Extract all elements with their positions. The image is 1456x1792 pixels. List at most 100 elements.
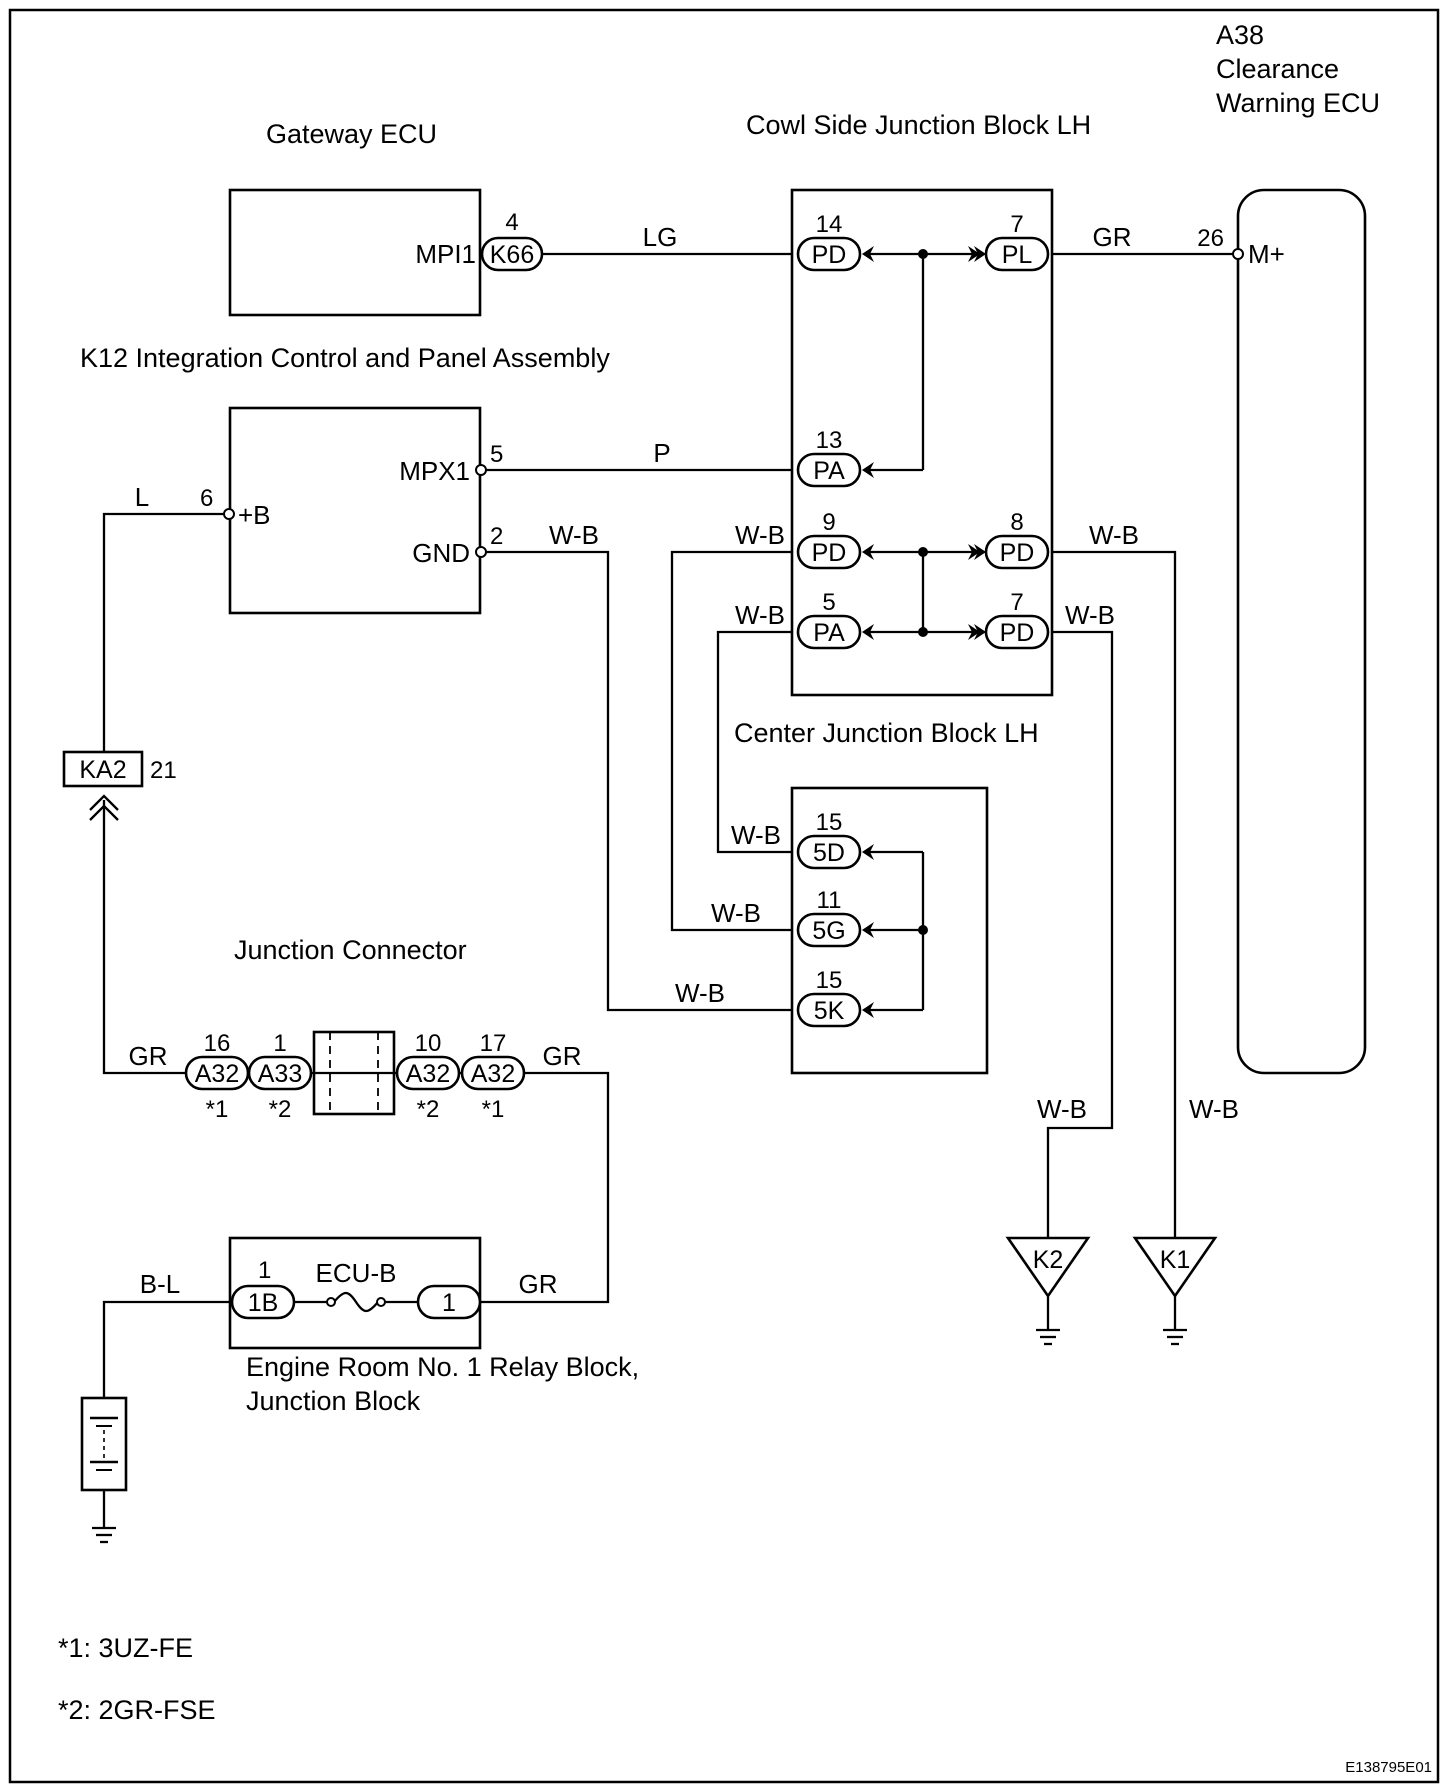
note-2: *2: 2GR-FSE [58,1695,216,1725]
connector-pin: 7 [1010,211,1023,238]
connector-pill [796,834,862,870]
wire-label-pd9: W-B [735,520,785,550]
gateway-connector-label: K66 [490,241,534,269]
battery-icon [80,1396,128,1492]
relay-in-pin: 1 [258,1257,271,1284]
wire-pd9-wb [670,550,793,932]
connector-pill [395,1055,461,1091]
ecu-title-line2: Warning ECU [1216,88,1380,118]
connector: PL 7 [984,211,1050,272]
connector-label: A32 [406,1060,450,1088]
splice-dot [918,627,928,637]
wire-label-gnd: W-B [549,520,599,550]
figure-code: E138795E01 [1345,1759,1432,1776]
terminal-gnd [475,546,487,558]
note-1: *1: 3UZ-FE [58,1633,193,1663]
wire-label-k1: W-B [1189,1094,1239,1124]
wire-label-gr-right: GR [543,1041,582,1071]
junction-connector-box [312,1030,396,1116]
connector-label: 5D [813,839,845,867]
connector-pin: 10 [415,1030,442,1057]
connector-label: PD [812,241,847,269]
connector-pill [984,614,1050,650]
connector-note: *2 [269,1096,292,1123]
splice-dot [918,925,928,935]
connector-pin: 17 [480,1030,507,1057]
connector: PD9 [796,509,862,570]
wire-pd7-wb [1046,630,1114,1238]
wire-pa5-wb [716,630,793,854]
wire-label-pd7: W-B [1065,600,1115,630]
ecu-code: A38 [1216,20,1264,50]
connector-pill [247,1055,313,1091]
ka2-label: KA2 [79,756,126,784]
connector-label: A33 [258,1060,302,1088]
connector-pin: 7 [1010,589,1023,616]
connector-label: A32 [195,1060,239,1088]
wire-label-p: P [653,438,670,468]
fuse-terminal-l [326,1297,336,1307]
connector-label: 5K [814,997,845,1025]
connector-label: PD [812,539,847,567]
connector-label: PL [1002,241,1033,269]
connector-pin: 16 [204,1030,231,1057]
connector: PA5 [796,589,862,650]
connector-pill [984,534,1050,570]
wire-pd8-wb [1051,550,1177,1238]
splice-dot [918,547,928,557]
relay-block-box [228,1236,482,1350]
ka2-chevron-1 [89,794,119,811]
connector: PD 7 [984,589,1050,650]
ground-icon [1005,1236,1091,1346]
mpx1-label: MPX1 [399,456,470,486]
wire-label-l: L [135,482,149,512]
ground-icon [1132,1236,1218,1346]
relay-block-title-line1: Engine Room No. 1 Relay Block, [246,1352,639,1382]
center-jb-title: Center Junction Block LH [734,718,1039,748]
ka2-pin: 21 [150,757,177,784]
connector-pill [460,1055,526,1091]
gnd-pin: 2 [490,523,503,550]
diagram-frame [8,8,1440,1784]
connector-pill [796,614,862,650]
gateway-terminal: MPI1 [415,239,476,269]
wire-label-k2: W-B [1037,1094,1087,1124]
wire-b-l [102,1300,230,1398]
connector-label: 5G [812,917,845,945]
ecu-title-line1: Clearance [1216,54,1339,84]
connector-pin: 11 [817,887,842,914]
gateway-ecu-title: Gateway ECU [266,119,437,149]
connector-pin: 1 [273,1030,286,1057]
cowl-jb-title: Cowl Side Junction Block LH [746,110,1091,140]
connector-label: PD [1000,539,1035,567]
connector-label: PA [813,457,845,485]
wire-l [102,512,224,752]
wire-label-pd8: W-B [1089,520,1139,550]
wire-label-relay-out: GR [519,1269,558,1299]
terminal-m-plus [1232,248,1244,260]
terminal-plus-b [223,508,235,520]
cowl-side-junction-block-box [790,188,1054,697]
gateway-ecu-box [228,188,482,317]
gateway-pin: 4 [505,209,518,236]
relay-in-connector: 1B [248,1289,279,1317]
connector-pill [796,236,862,272]
ecu-terminal: M+ [1248,239,1285,269]
arrow-marks [862,246,986,1018]
ka2-connector-box [62,750,144,788]
wire-label-gr-ecu: GR [1093,222,1132,252]
relay-block-title-line2: Junction Block [246,1386,421,1416]
connector-pill [984,236,1050,272]
connector-label: A32 [471,1060,515,1088]
connector-label: PD [1000,619,1035,647]
connector: A33 1 *2 [247,1030,313,1123]
ground-icon [92,1526,116,1544]
splice-dot [918,249,928,259]
